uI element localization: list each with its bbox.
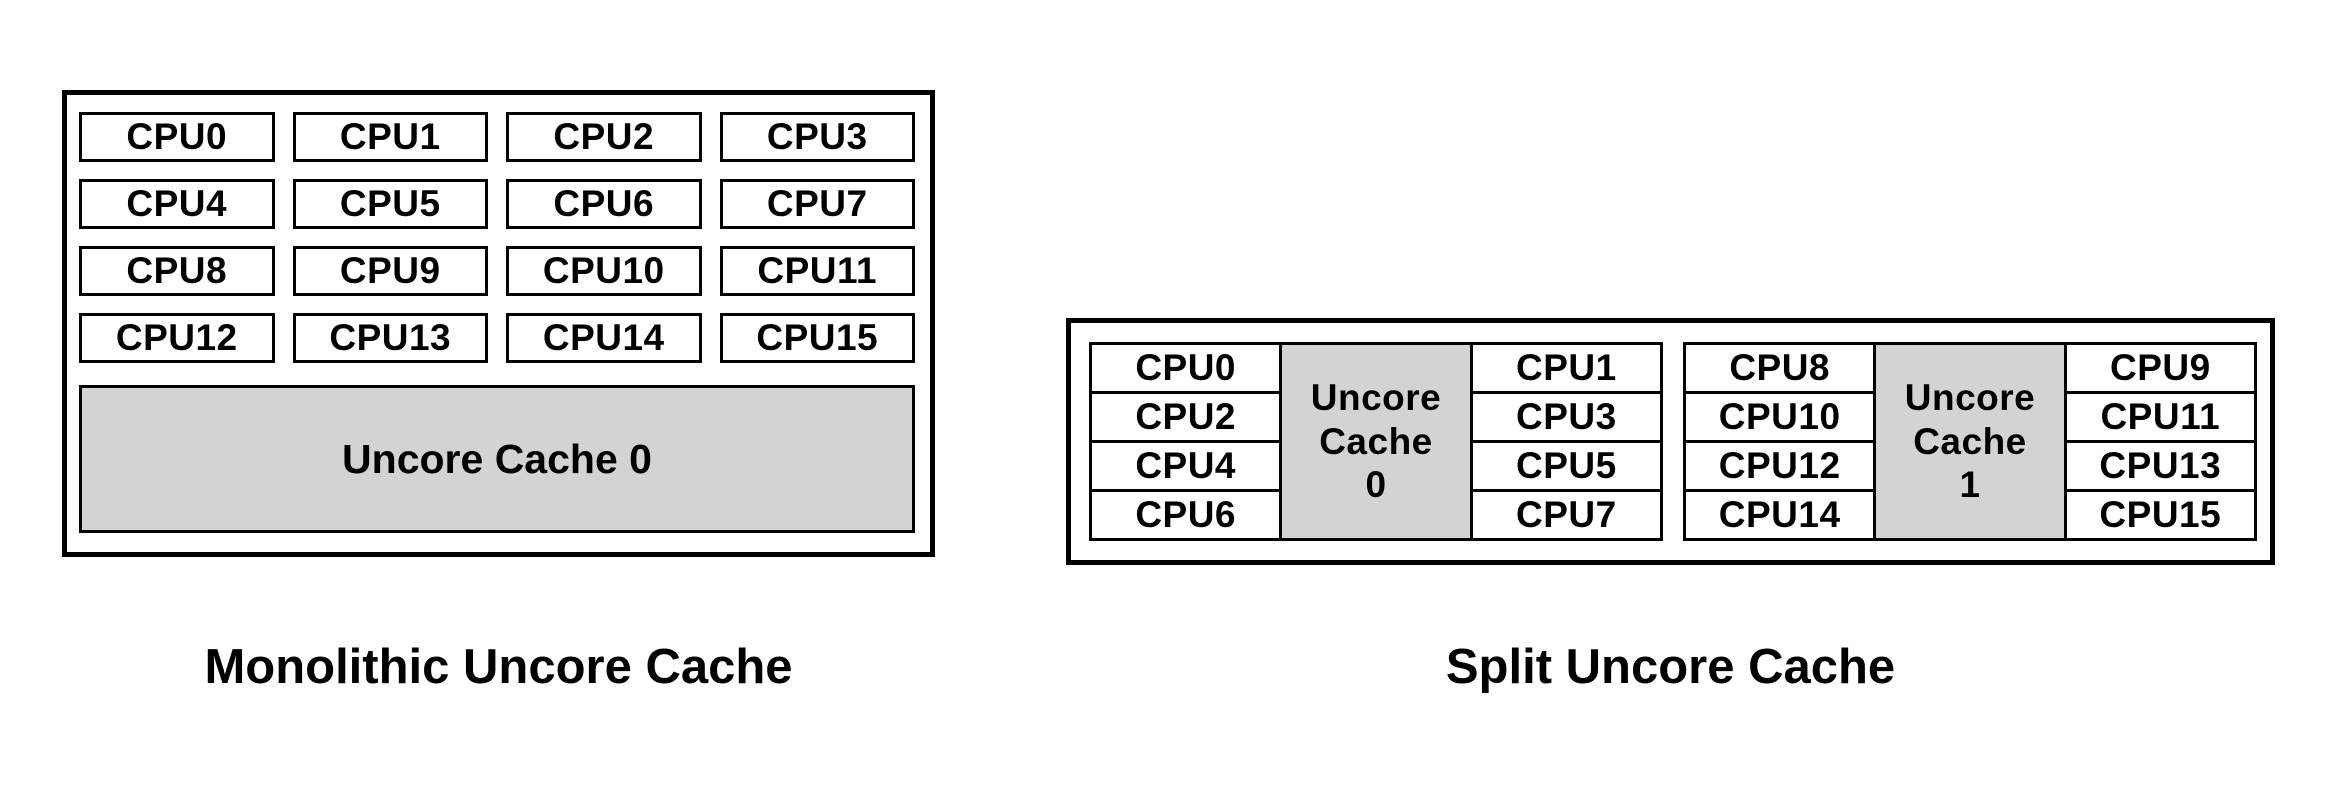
cpu-box-cpu11: CPU11 — [719, 246, 915, 296]
monolithic-caption: Monolithic Uncore Cache — [204, 640, 793, 694]
cpu-box-cpu13: CPU13 — [292, 313, 488, 363]
cpu-cell-cpu15: CPU15 — [2066, 492, 2254, 538]
cpu-box-cpu9: CPU9 — [292, 246, 488, 296]
cpu-cell-cpu3: CPU3 — [1472, 394, 1660, 440]
cpu-cell-cpu12: CPU12 — [1686, 443, 1874, 489]
cpu-box-cpu3: CPU3 — [719, 112, 915, 162]
cpu-cell-cpu13: CPU13 — [2066, 443, 2254, 489]
cpu-box-cpu1: CPU1 — [292, 112, 488, 162]
cpu-box-cpu4: CPU4 — [79, 179, 275, 229]
cpu-box-cpu6: CPU6 — [506, 179, 702, 229]
uncore-cache-0-label: Uncore Cache 0 — [342, 435, 652, 482]
cpu-box-cpu15: CPU15 — [719, 313, 915, 363]
uncore-cache-0-box: Uncore Cache 0 — [79, 385, 915, 533]
cache-label-line: 0 — [1365, 464, 1387, 506]
cpu-cell-cpu14: CPU14 — [1686, 492, 1874, 538]
cpu-cell-cpu0: CPU0 — [1092, 345, 1280, 391]
split-caption: Split Uncore Cache — [1445, 640, 1896, 694]
cpu-box-cpu7: CPU7 — [719, 179, 915, 229]
cpu-cell-cpu7: CPU7 — [1472, 492, 1660, 538]
cpu-cell-cpu1: CPU1 — [1472, 345, 1660, 391]
cpu-box-cpu0: CPU0 — [79, 112, 275, 162]
cpu-cell-cpu8: CPU8 — [1686, 345, 1874, 391]
cpu-box-cpu10: CPU10 — [506, 246, 702, 296]
cpu-cell-cpu11: CPU11 — [2066, 394, 2254, 440]
cpu-cell-cpu5: CPU5 — [1472, 443, 1660, 489]
cache-label-line: Cache — [1319, 420, 1433, 462]
cpu-box-cpu12: CPU12 — [79, 313, 275, 363]
cpu-cell-cpu10: CPU10 — [1686, 394, 1874, 440]
cpu-box-cpu2: CPU2 — [506, 112, 702, 162]
cpu-box-cpu14: CPU14 — [506, 313, 702, 363]
cache-label-line: 1 — [1959, 464, 1981, 506]
cpu-cell-cpu2: CPU2 — [1092, 394, 1280, 440]
cpu-cell-cpu9: CPU9 — [2066, 345, 2254, 391]
cpu-cell-cpu6: CPU6 — [1092, 492, 1280, 538]
cpu-cell-cpu4: CPU4 — [1092, 443, 1280, 489]
cpu-box-cpu5: CPU5 — [292, 179, 488, 229]
cache-label-line: Uncore — [1904, 377, 2036, 419]
cache-label-line: Uncore — [1310, 377, 1442, 419]
cache-label-line: Cache — [1913, 420, 2027, 462]
cpu-box-cpu8: CPU8 — [79, 246, 275, 296]
